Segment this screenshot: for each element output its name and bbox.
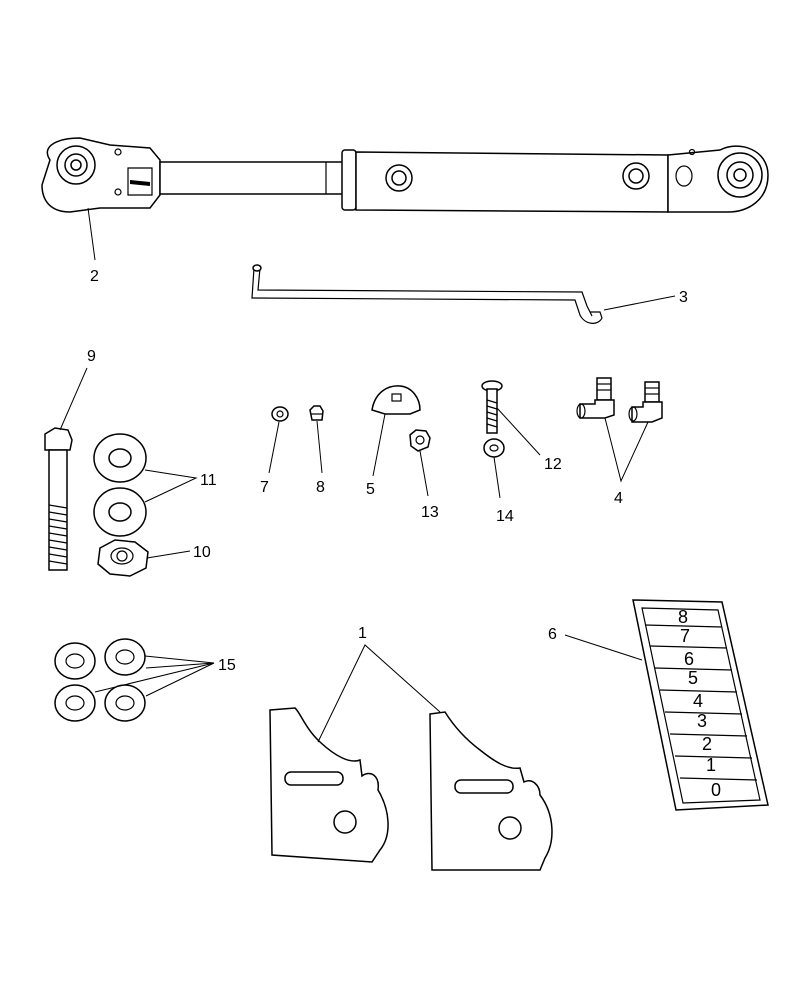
- gauge-number: 0: [711, 780, 721, 800]
- callout-13: 13: [421, 504, 439, 521]
- callout-1: 1: [358, 625, 367, 642]
- small-washers-set: [54, 638, 146, 722]
- cap-clip: [371, 385, 421, 415]
- bolt: [44, 427, 73, 571]
- callout-7: 7: [260, 479, 269, 496]
- locking-rod: [251, 264, 603, 324]
- mounting-brackets: [269, 707, 553, 871]
- gauge-number: 2: [702, 734, 712, 754]
- carriage-bolt: [481, 380, 503, 434]
- callout-15: 15: [218, 657, 236, 674]
- flat-washer: [483, 438, 505, 458]
- callout-8: 8: [316, 479, 325, 496]
- small-washer: [271, 406, 289, 422]
- callout-4: 4: [614, 490, 623, 507]
- callout-10: 10: [193, 544, 211, 561]
- large-washers: [93, 433, 147, 537]
- callout-6: 6: [548, 626, 557, 643]
- callout-11: 11: [200, 472, 217, 489]
- callout-14: 14: [496, 508, 514, 525]
- gauge-number: 4: [693, 691, 703, 711]
- set-screw: [309, 405, 324, 421]
- gauge-number: 3: [697, 711, 707, 731]
- callout-9: 9: [87, 348, 96, 365]
- gauge-decal: 8 7 6 5 4 3 2 1 0: [632, 599, 769, 811]
- callout-12: 12: [544, 456, 562, 473]
- callout-5: 5: [366, 481, 375, 498]
- gauge-number: 5: [688, 668, 698, 688]
- gauge-number: 6: [684, 649, 694, 669]
- top-link-cylinder: [41, 137, 769, 213]
- callout-3: 3: [679, 289, 688, 306]
- callout-2: 2: [90, 268, 99, 285]
- flange-nut: [409, 429, 431, 452]
- gauge-number: 7: [680, 626, 690, 646]
- gauge-number: 1: [706, 755, 716, 775]
- gauge-number: 8: [678, 607, 688, 627]
- hex-nut: [97, 539, 149, 577]
- elbow-fittings: [576, 377, 663, 423]
